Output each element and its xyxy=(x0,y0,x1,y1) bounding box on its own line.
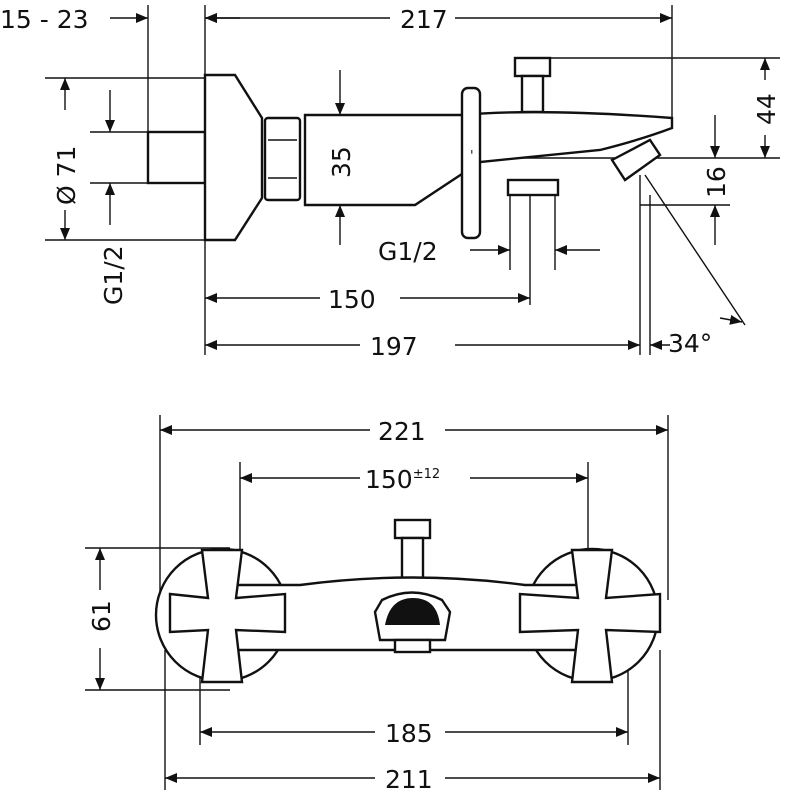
dim-spout-reach: 197 xyxy=(370,332,418,361)
dim-overall-width: 221 xyxy=(378,417,426,446)
dim-body-diameter: 35 xyxy=(327,146,356,178)
center-distance-value: 150 xyxy=(365,465,413,494)
dim-wall-depth: 15 - 23 xyxy=(0,5,89,34)
dim-flange-diameter: Ø 71 xyxy=(52,146,81,205)
front-view: 221 150±12 61 185 211 xyxy=(85,415,669,794)
dim-spout-drop: 16 xyxy=(702,166,731,198)
mixer-front-profile xyxy=(154,518,662,684)
mixer-side-profile: ' ' xyxy=(146,56,674,242)
dim-inner-width: 185 xyxy=(385,719,433,748)
dim-spout-angle: 34° xyxy=(668,329,712,358)
extension-lines xyxy=(45,5,780,355)
dim-outlet-distance: 150 xyxy=(328,285,376,314)
dimension-lines xyxy=(60,13,770,350)
svg-text:' ': ' ' xyxy=(470,149,481,164)
dim-base-width: 211 xyxy=(385,765,433,794)
dim-height: 61 xyxy=(87,600,116,632)
center-distance-tolerance: ±12 xyxy=(413,467,440,482)
dim-center-distance: 150±12 xyxy=(365,465,440,494)
dim-inlet-thread: G1/2 xyxy=(99,245,128,305)
dim-height-top: 44 xyxy=(752,93,781,125)
side-view: ' ' 15 - 23 217 Ø 71 G1/2 35 44 16 G1/2 … xyxy=(0,5,781,361)
dimension-lines xyxy=(95,425,668,783)
dim-overall-length: 217 xyxy=(400,5,448,34)
dim-outlet-thread: G1/2 xyxy=(378,237,438,266)
